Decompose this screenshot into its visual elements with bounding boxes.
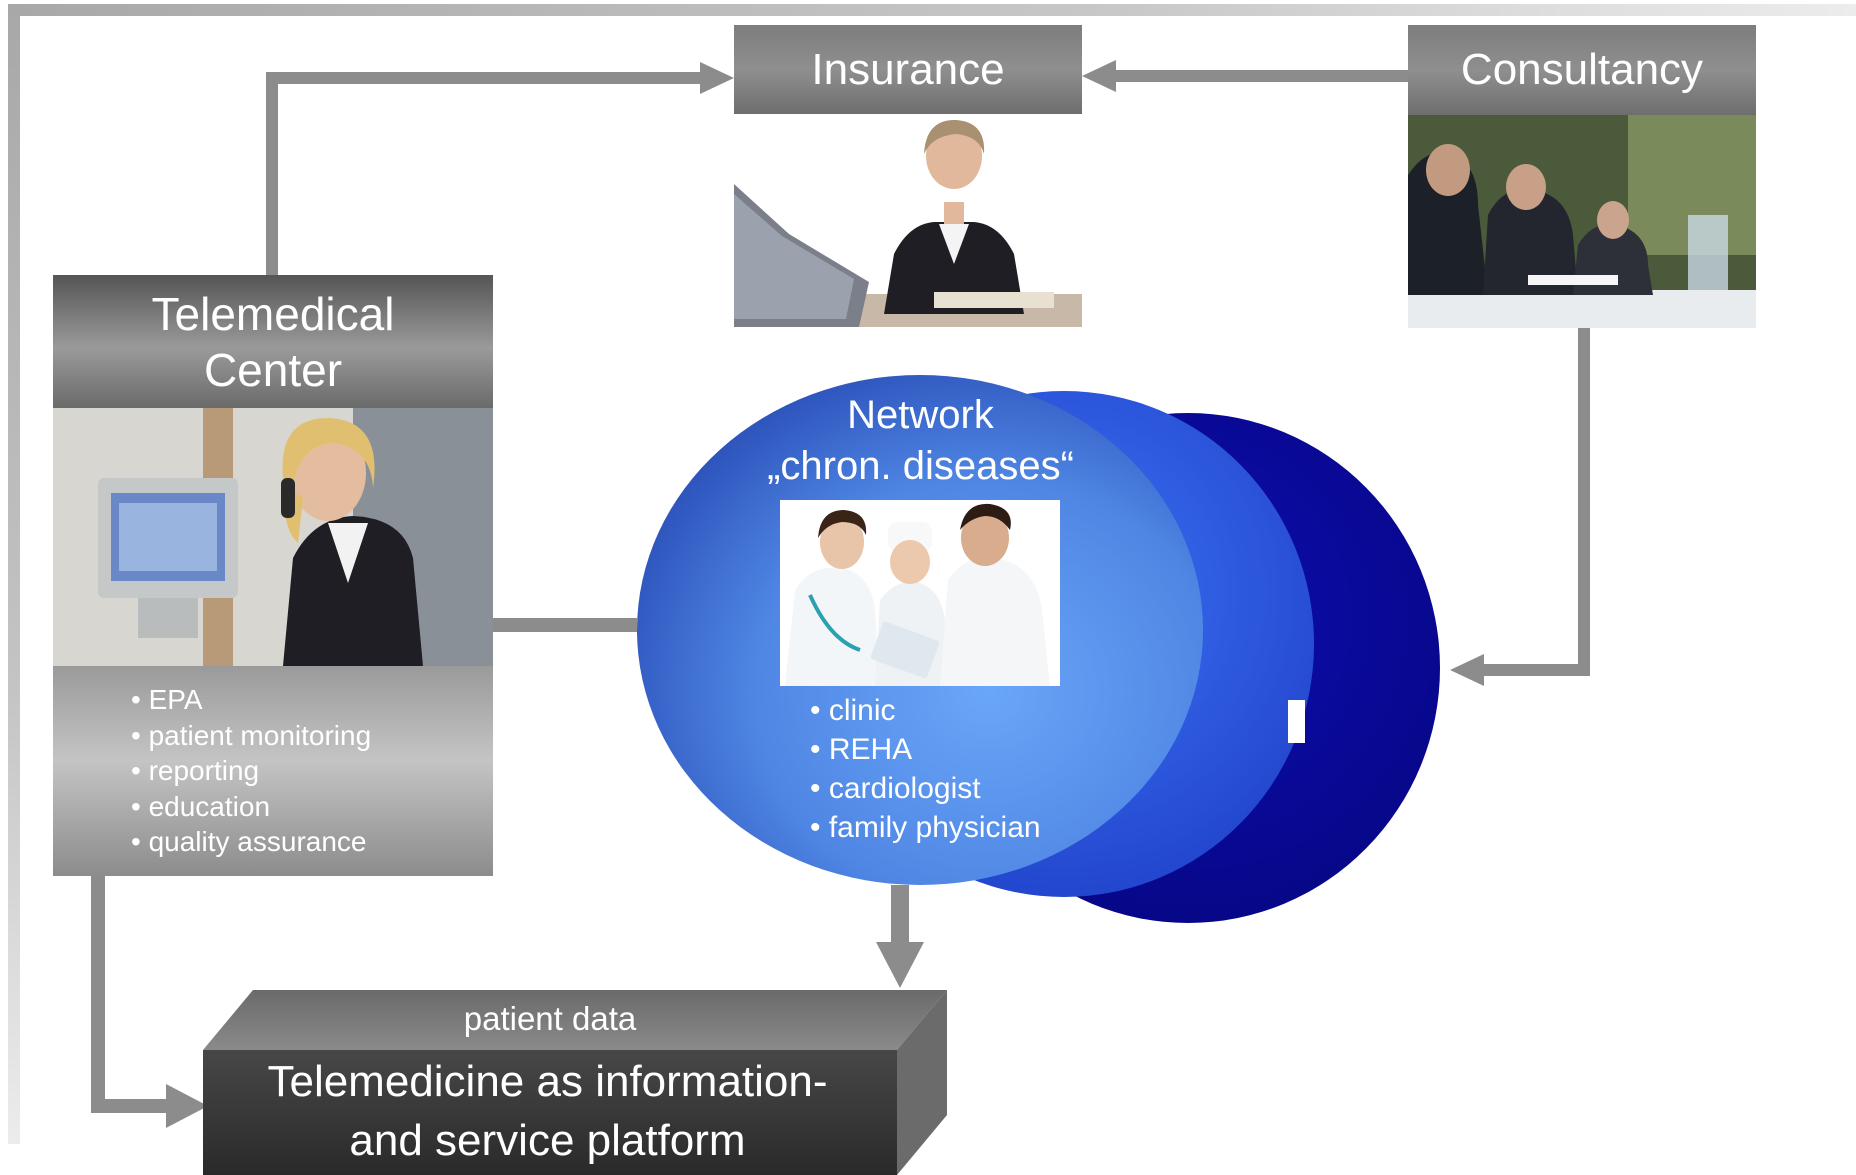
arrowhead-network-right: [1450, 654, 1484, 686]
platform-front-face: [203, 1050, 897, 1175]
list-item: • clinic: [810, 694, 896, 727]
insurance-title: Insurance: [734, 25, 1082, 114]
telemedical-center-services: • EPA • patient monitoring • reporting •…: [53, 666, 493, 876]
platform-main-label: Telemedicine as information- and service…: [205, 1052, 890, 1170]
arrow-telemedical-to-platform: [91, 876, 170, 1113]
telemedical-center-title-line1: Telemedical: [151, 287, 395, 340]
meeting-photo: [1408, 115, 1756, 328]
list-item: • family physician: [810, 811, 1041, 844]
list-item: • education: [131, 790, 271, 822]
consultancy-title: Consultancy: [1408, 25, 1756, 115]
platform-main-line1: Telemedicine as information-: [267, 1057, 828, 1106]
telemedical-center-title-line2: Center: [203, 343, 343, 396]
arrowhead-platform-top: [876, 942, 924, 988]
platform-main-line2: and service platform: [349, 1116, 746, 1165]
call-center-operator-photo: [53, 408, 493, 666]
arrowhead-insurance-right: [1082, 60, 1116, 92]
list-item: • REHA: [810, 733, 913, 766]
arrowhead-platform-left: [166, 1084, 208, 1128]
list-item: • quality assurance: [131, 826, 367, 858]
medical-team-photo: [780, 500, 1060, 686]
network-members: • clinic • REHA • cardiologist • family …: [810, 691, 1041, 847]
list-item: • cardiologist: [810, 772, 981, 805]
list-item: • patient monitoring: [131, 719, 372, 751]
platform-side-face: [897, 990, 947, 1175]
platform-top-label: patient data: [463, 1000, 637, 1037]
list-item: • reporting: [131, 755, 260, 787]
platform-top-face: [203, 990, 947, 1050]
frame-top-line: [8, 4, 1856, 16]
network-title-line1: Network: [847, 393, 994, 437]
arrow-consultancy-to-network: [1480, 328, 1590, 676]
frame-left-line: [8, 4, 20, 1144]
arrowhead-insurance-left: [700, 62, 734, 94]
network-title: Network „chron. diseases“: [718, 390, 1123, 492]
network-circle-notch-2: [1288, 700, 1305, 743]
arrow-telemedical-to-insurance: [266, 72, 705, 275]
telemedical-center-title: Telemedical Center: [53, 275, 493, 408]
network-title-line2: „chron. diseases“: [767, 444, 1074, 488]
list-item: • EPA: [131, 684, 203, 715]
businesswoman-at-laptop-photo: [734, 114, 1082, 327]
